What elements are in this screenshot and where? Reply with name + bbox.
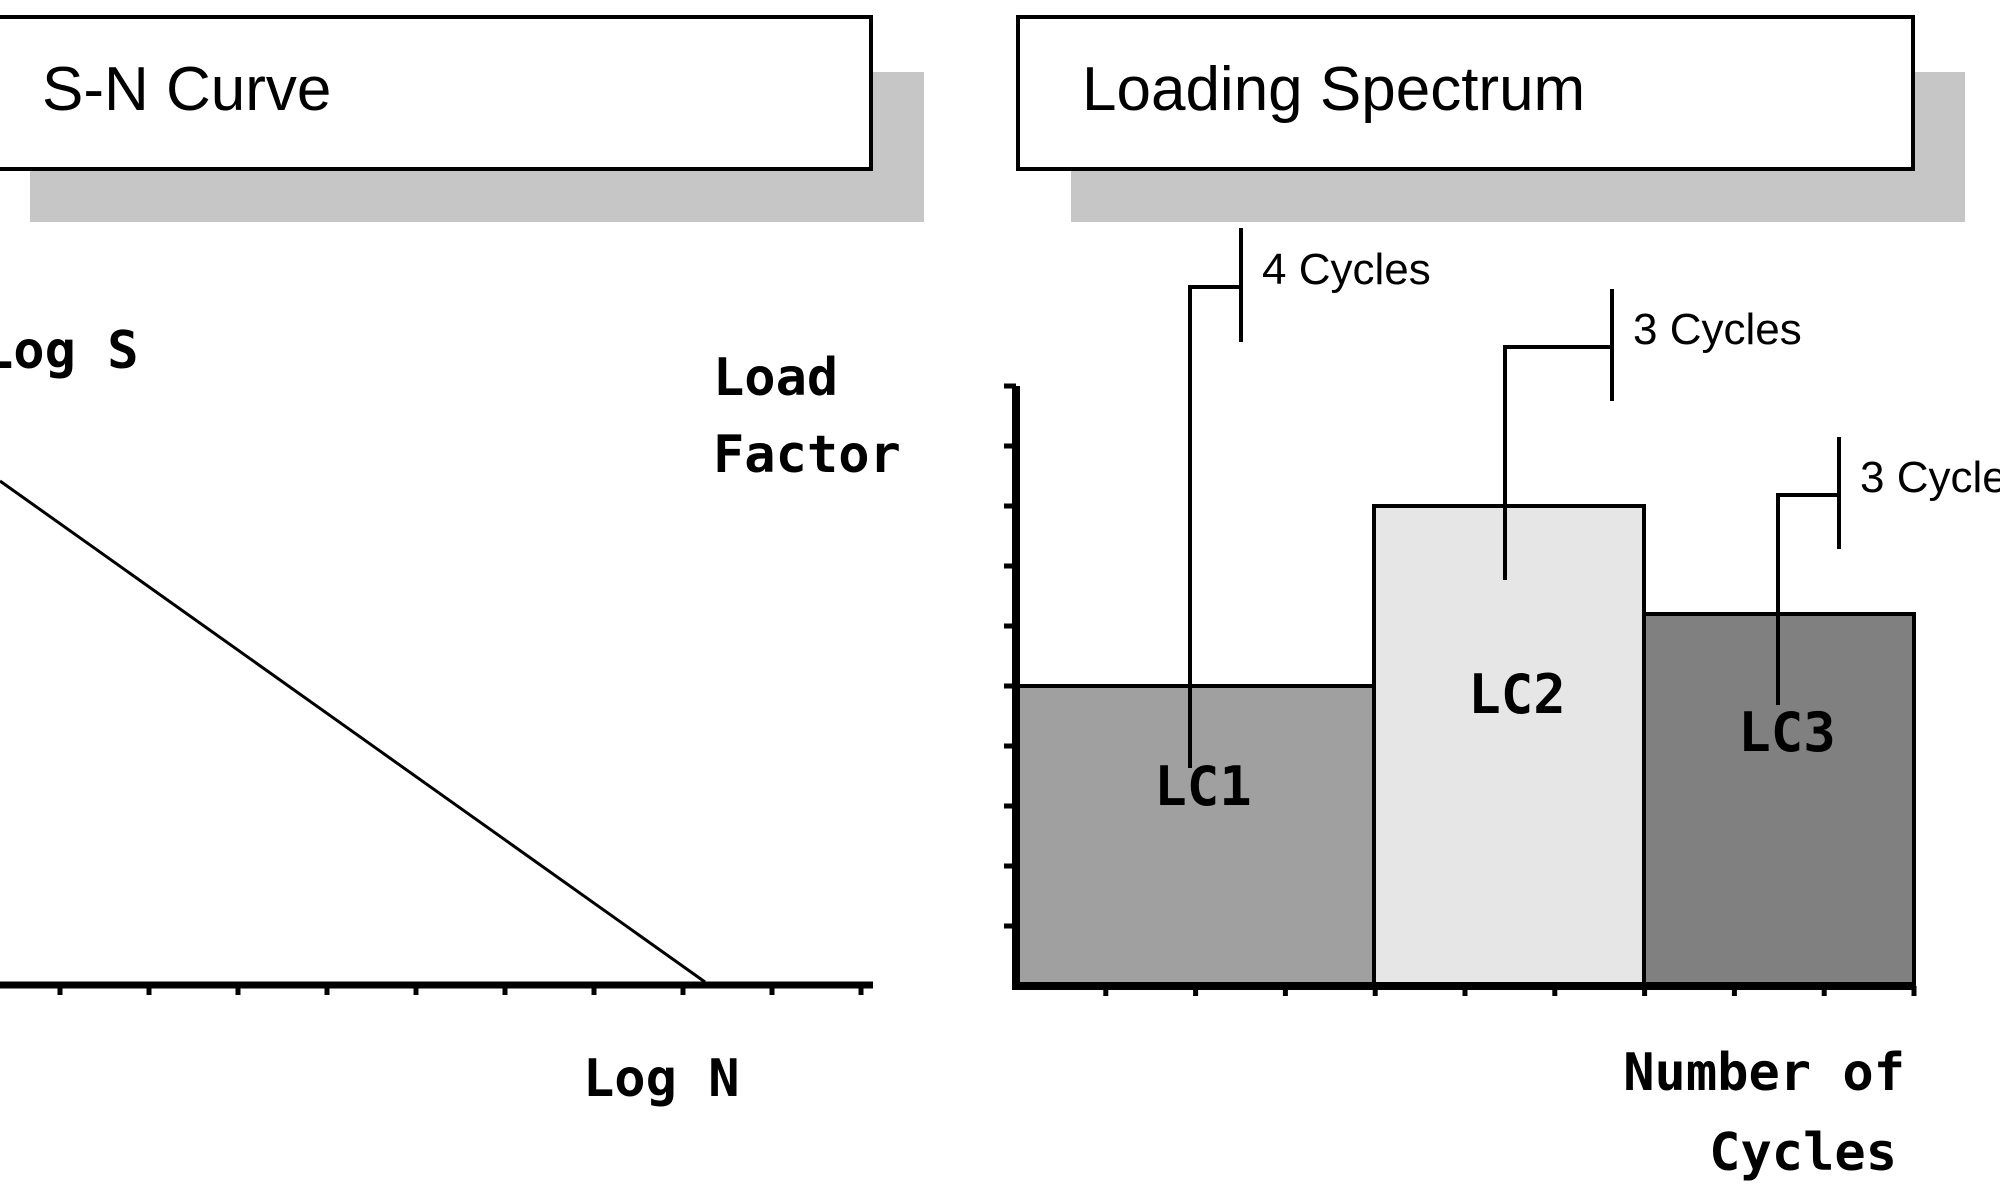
spectrum-x-axis-ticks (1103, 986, 1917, 996)
sn-x-axis-ticks (57, 985, 864, 995)
spectrum-x-axis-label-line1: Number of (1623, 1043, 1905, 1103)
cycle-callout-lc3: 3 Cycles (1776, 437, 2000, 705)
cycle-callout-lc2: 3 Cycles (1503, 289, 1802, 580)
spectrum-y-axis-ticks (1004, 383, 1016, 929)
callout-leader (1503, 345, 1612, 580)
bar-label-lc3: LC3 (1738, 701, 1836, 764)
sn-curve-panel: S-N Curve Log S Log N (0, 15, 924, 1109)
bar-lc1 (1014, 684, 1376, 988)
cycle-count-label: 3 Cycles (1633, 305, 1802, 354)
bar-label-lc2: LC2 (1468, 663, 1566, 726)
sn-y-axis-label: Log S (0, 321, 139, 381)
cycle-count-label: 3 Cycles (1860, 453, 2000, 502)
bar-lc2 (1372, 504, 1646, 988)
spectrum-x-axis-label-line2: Cycles (1709, 1123, 1897, 1183)
sn-title: S-N Curve (42, 55, 331, 124)
spectrum-title: Loading Spectrum (1082, 55, 1585, 124)
spectrum-y-axis-label-line2: Factor (713, 425, 901, 485)
sn-title-box (0, 15, 873, 171)
callout-leader (1776, 493, 1839, 705)
cycle-count-label: 4 Cycles (1262, 245, 1431, 294)
callout-leader (1188, 285, 1241, 768)
spectrum-cycle-callouts: 4 Cycles 3 Cycles 3 Cycles (1188, 228, 2000, 768)
cycle-callout-lc1: 4 Cycles (1188, 228, 1431, 768)
spectrum-title-box (1016, 15, 1915, 171)
spectrum-y-axis-label-line1: Load (713, 348, 838, 408)
sn-curve-line (0, 479, 706, 984)
sn-x-axis-label: Log N (583, 1049, 740, 1109)
bar-label-lc1: LC1 (1154, 755, 1252, 818)
